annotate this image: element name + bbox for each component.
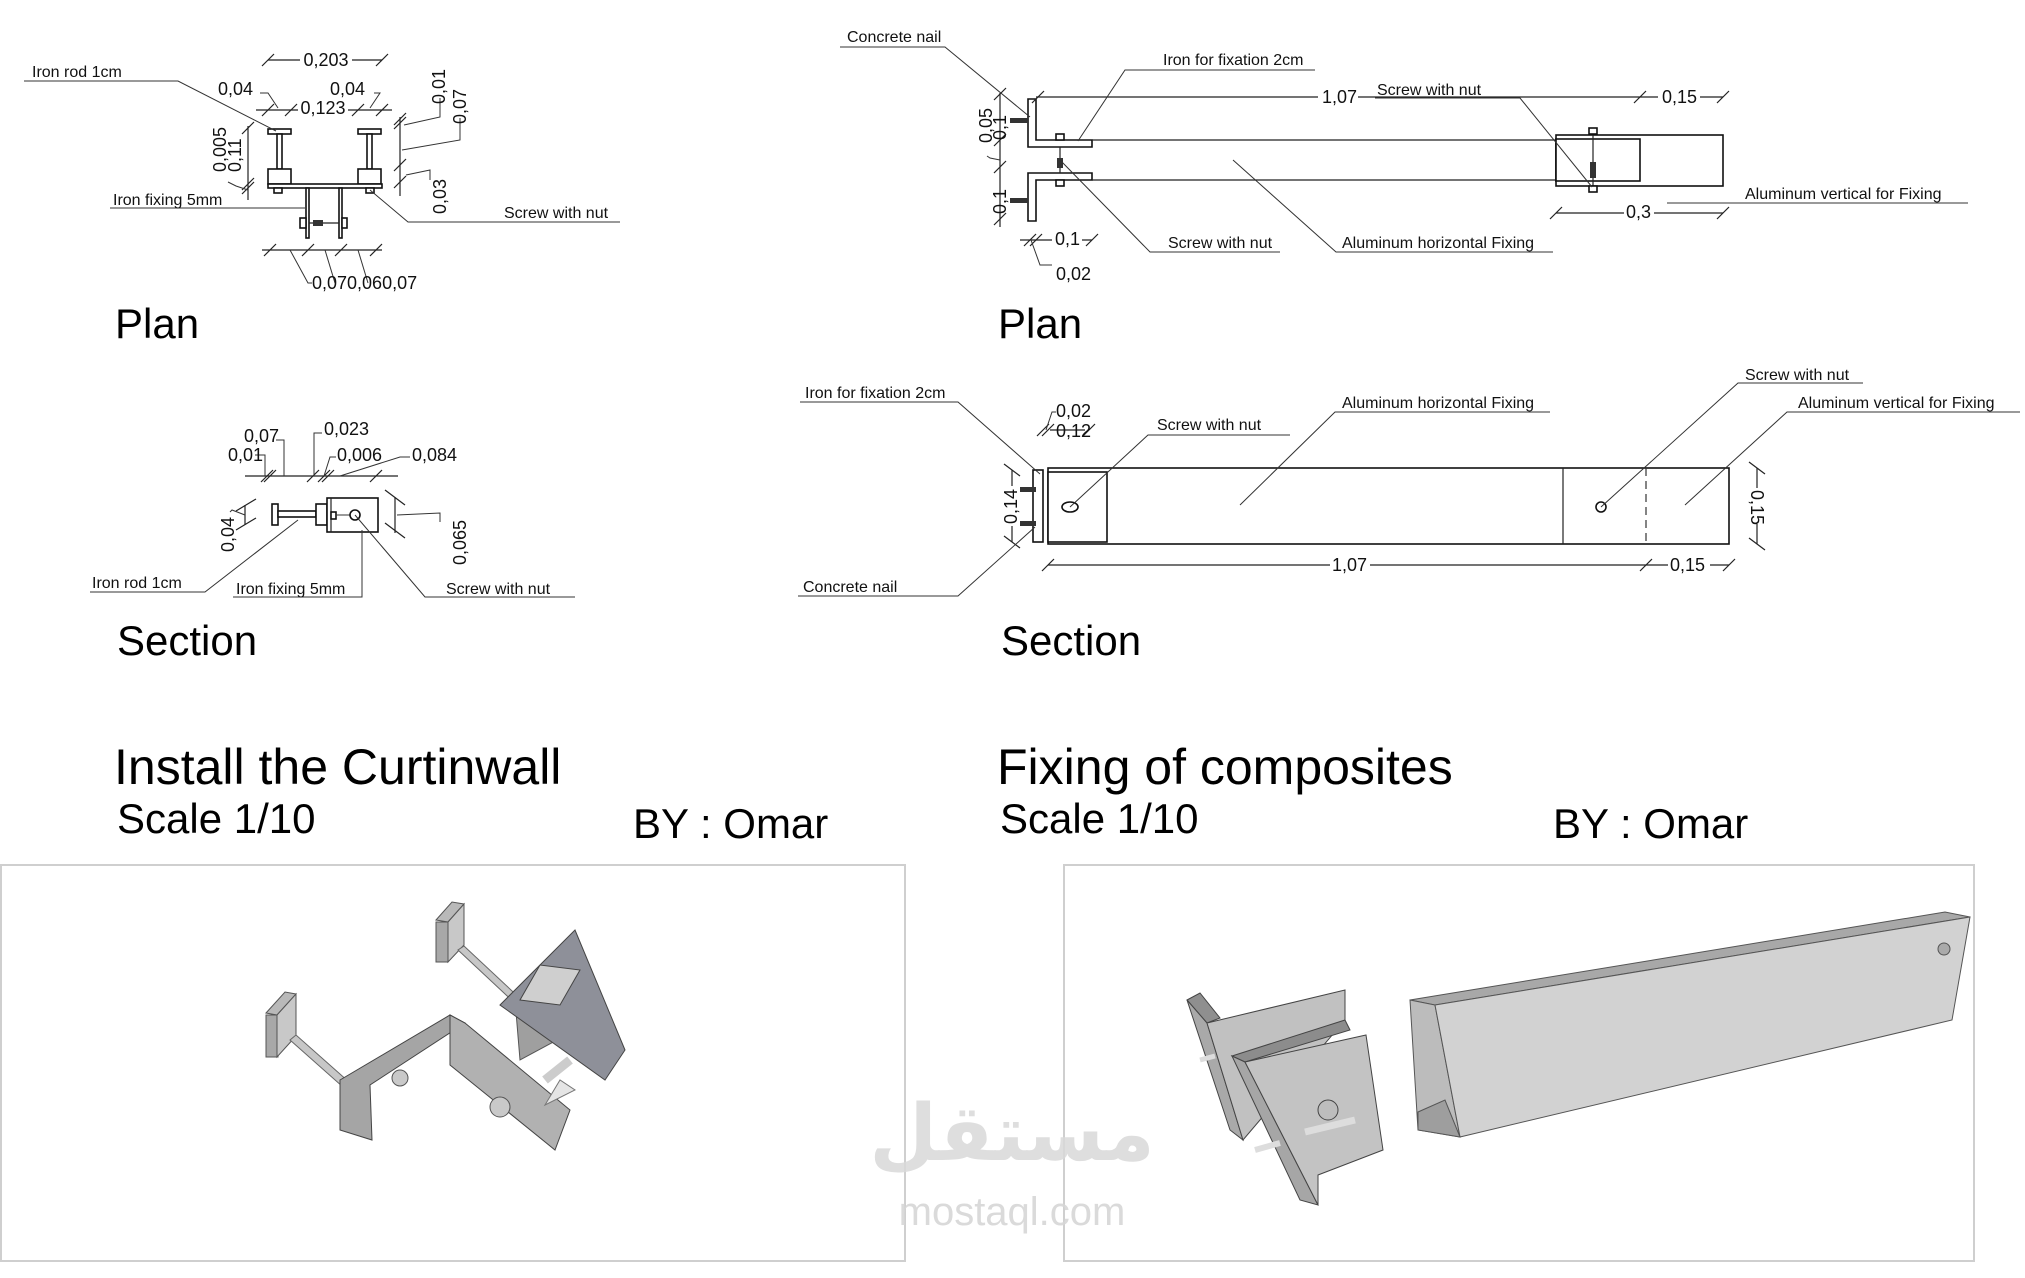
rod-head: [271, 503, 279, 526]
dim-end: 0,15: [1670, 555, 1705, 575]
label-screw: Screw with nut: [446, 581, 551, 598]
dim-length: 1,07: [1332, 555, 1367, 575]
dim-bottom-small: 0,03: [430, 179, 450, 214]
left-section-drawing: 0,01 0,07 0,023 0,006 0,084 0,04 0,065 I…: [90, 419, 575, 664]
watermark-arabic: مستقل: [869, 1089, 1154, 1179]
dim-h3: 0,1: [990, 189, 1010, 214]
left-scale: Scale 1/10: [117, 795, 315, 842]
label-concrete-nail: Concrete nail: [847, 29, 941, 46]
dim-flange-right: 0,04: [330, 79, 365, 99]
dim-right-height: 0,065: [450, 520, 470, 565]
dim-top-w: 0,12: [1056, 421, 1091, 441]
dim-overlap: 0,3: [1626, 202, 1651, 222]
label-iron-fixing: Iron fixing 5mm: [113, 192, 222, 209]
dim-plate-thick: 0,005: [210, 127, 230, 172]
nut-left: [273, 187, 283, 194]
dim-overall-width: 0,203: [303, 50, 348, 70]
concrete-nail-top: [1010, 118, 1028, 123]
left-plan-heading: Plan: [115, 300, 199, 347]
left-title: Install the Curtinwall: [114, 739, 561, 795]
label-screw-left: Screw with nut: [1157, 417, 1262, 434]
left-rod-block: [267, 168, 292, 185]
right-plan-heading: Plan: [998, 300, 1082, 347]
screw-head: [330, 511, 337, 520]
dim-height: 0,14: [1001, 489, 1021, 524]
label-screw-bottom: Screw with nut: [1168, 235, 1273, 252]
fixing-plate-right: [338, 187, 343, 239]
label-alu-vertical: Aluminum vertical for Fixing: [1745, 186, 1942, 203]
bolt-head: [299, 217, 307, 229]
dim-bottom-w: 0,1: [1055, 229, 1080, 249]
dim-height: 0,11: [225, 138, 245, 172]
right-section-heading: Section: [1001, 617, 1141, 664]
iron-fixation-plate: [1032, 469, 1044, 543]
label-screw: Screw with nut: [504, 205, 609, 222]
alu-horizontal-section: [1047, 467, 1730, 545]
left-section-heading: Section: [117, 617, 257, 664]
dim-top-small: 0,01: [429, 69, 449, 104]
label-iron-rod: Iron rod 1cm: [32, 64, 122, 81]
label-alu-horizontal: Aluminum horizontal Fixing: [1342, 235, 1534, 252]
concrete-nail-bottom: [1010, 198, 1028, 203]
right-rod-block: [357, 168, 382, 185]
render-right: [1063, 864, 1975, 1262]
dim-d2: 0,01: [228, 445, 263, 465]
dim-end: 0,15: [1662, 87, 1697, 107]
iron-fixation-bottom: [1027, 172, 1093, 222]
dim-bottom-small: 0,02: [1056, 264, 1091, 284]
dim-h2: 0,1: [990, 115, 1010, 140]
label-concrete-nail: Concrete nail: [803, 579, 897, 596]
render-left: [0, 864, 906, 1262]
label-iron-fixing: Iron fixing 5mm: [236, 581, 345, 598]
left-rod-stem: [276, 133, 283, 170]
rod-block: [315, 503, 328, 526]
rod-shaft: [277, 510, 317, 518]
dim-inner-width: 0,123: [300, 98, 345, 118]
label-screw-top: Screw with nut: [1377, 82, 1482, 99]
dim-right-height: 0,15: [1747, 490, 1767, 525]
dim-left-height: 0,04: [218, 517, 238, 552]
label-screw-right: Screw with nut: [1745, 367, 1850, 384]
watermark: مستقل mostaql.com: [869, 1089, 1154, 1234]
nail-top: [1020, 487, 1036, 492]
fixing-plate-left: [305, 187, 310, 239]
right-plan-drawing: 1,07 0,15 0,3 0,1 0,1 0,05 0,1 0,02 Conc…: [840, 29, 1968, 347]
dim-d4: 0,006: [337, 445, 382, 465]
dim-d3: 0,023: [324, 419, 369, 439]
label-iron-fixation: Iron for fixation 2cm: [805, 385, 946, 402]
dim-length: 1,07: [1322, 87, 1357, 107]
label-alu-horizontal: Aluminum horizontal Fixing: [1342, 395, 1534, 412]
right-section-drawing: 0,02 0,12 0,14 1,07 0,15 0,15 Iron for f…: [798, 367, 2020, 664]
base-plate: [267, 183, 383, 189]
bolt-nut: [341, 217, 348, 229]
nail-bottom: [1020, 521, 1036, 526]
right-rod-stem: [366, 133, 373, 170]
right-scale: Scale 1/10: [1000, 795, 1198, 842]
label-alu-vertical: Aluminum vertical for Fixing: [1798, 395, 1995, 412]
left-author: BY : Omar: [633, 800, 828, 847]
dim-flange-left: 0,04: [218, 79, 253, 99]
dim-top-small: 0,02: [1056, 401, 1091, 421]
dim-h1: 0,05: [976, 108, 996, 143]
right-title: Fixing of composites: [997, 739, 1453, 795]
bolt-thread: [313, 220, 323, 226]
dim-bottom-chain: 0,070,060,07: [312, 273, 417, 293]
label-iron-fixation: Iron for fixation 2cm: [1163, 52, 1304, 69]
label-iron-rod: Iron rod 1cm: [92, 575, 182, 592]
left-plan-drawing: 0,203 0,123 0,04 0,04 0,11 0,005 0,01 0,…: [24, 50, 620, 347]
dim-d5: 0,084: [412, 445, 457, 465]
dim-right-height: 0,07: [450, 89, 470, 124]
watermark-latin: mostaql.com: [899, 1190, 1126, 1234]
dim-d1: 0,07: [244, 426, 279, 446]
right-author: BY : Omar: [1553, 800, 1748, 847]
